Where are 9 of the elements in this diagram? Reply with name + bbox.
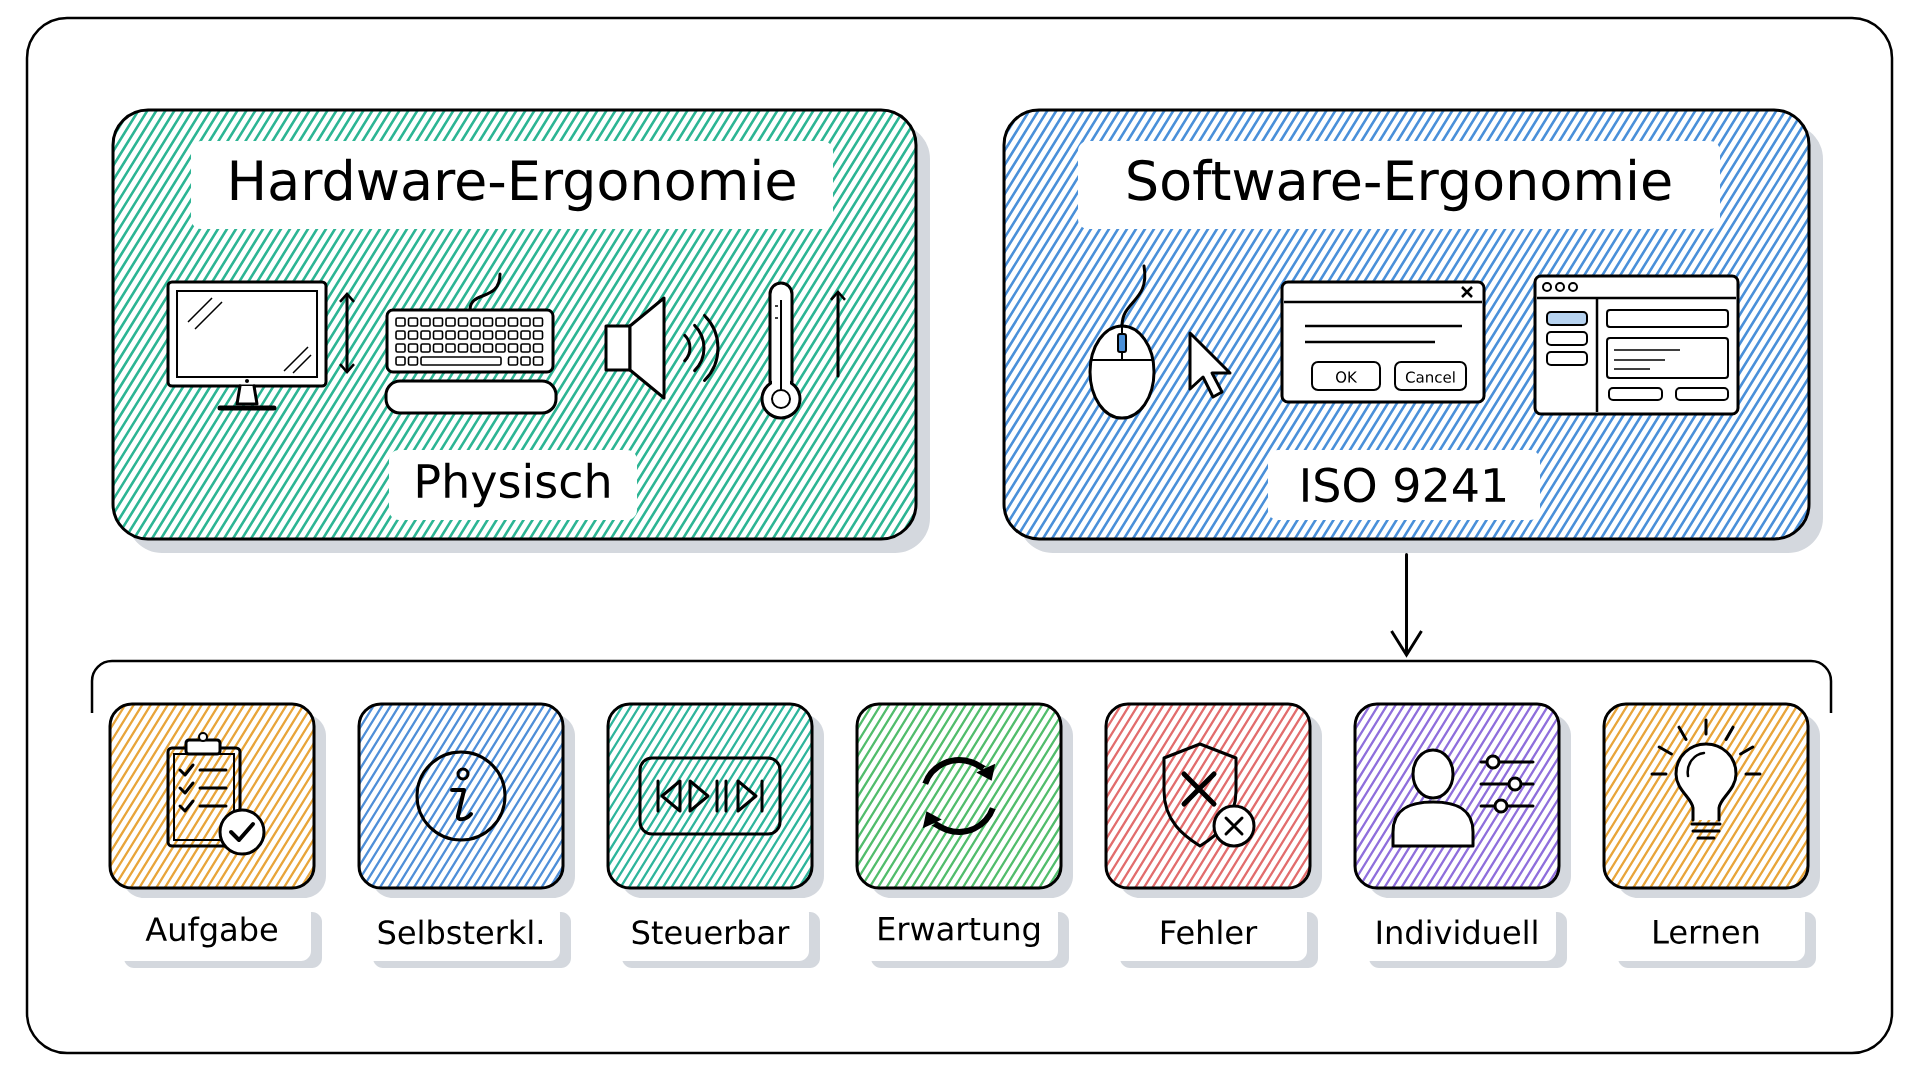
tile-label: Lernen [1607,903,1816,968]
tile-label: Individuell [1358,903,1567,968]
arrow [1390,553,1423,658]
tile-label: Erwartung [860,903,1069,968]
tile-label: Fehler [1109,903,1318,968]
tile-label: Steuerbar [611,903,820,968]
tile-label: Aufgabe [113,903,322,968]
bracket [90,659,1833,713]
tile-label: Selbsterkl. [362,903,571,968]
